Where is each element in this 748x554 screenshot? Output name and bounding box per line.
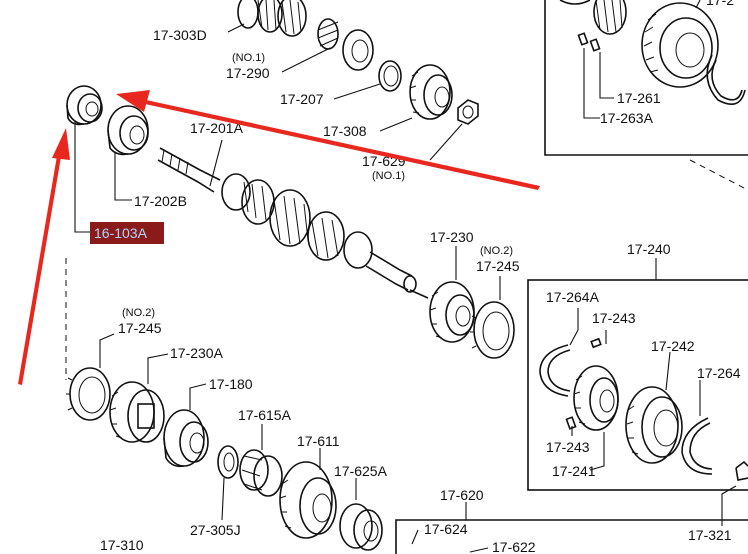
part-17-241-hub <box>573 365 619 431</box>
part-17-264-snap-ring <box>681 417 713 475</box>
leader-17-180 <box>189 383 207 410</box>
label-17-625A: 17-625A <box>334 463 388 479</box>
part-17-242-sleeve <box>625 386 683 464</box>
part-17-264A-snap-ring <box>539 344 571 397</box>
leader-17-242 <box>665 351 671 391</box>
part-17-207 <box>378 60 402 92</box>
leader-17-202B <box>114 152 132 201</box>
box-17-620: 17-620 17-624 17-622 <box>395 487 748 554</box>
leader-17-303D <box>227 23 245 33</box>
part-17-321 <box>735 460 748 481</box>
leader-top-cut <box>695 0 701 9</box>
leader-17-629 <box>429 123 463 161</box>
label-17-201A: 17-201A <box>190 120 244 136</box>
part-17-625A <box>339 503 383 551</box>
part-17-201A-mainshaft <box>157 147 429 299</box>
leader-17-245-left <box>99 333 115 368</box>
leader-17-207 <box>333 83 381 100</box>
part-17-180-bearing <box>163 409 209 468</box>
part-17-202B-bearing <box>107 105 149 156</box>
part-17-243-keys <box>565 337 602 430</box>
label-17-202B: 17-202B <box>134 193 187 209</box>
red-arrow-vertical <box>18 128 70 385</box>
top-right-keys <box>577 32 601 52</box>
leader-17-624 <box>411 529 419 545</box>
top-right-snap-ring <box>706 54 746 106</box>
leader-17-201A <box>209 139 223 187</box>
label-17-310: 17-310 <box>100 537 144 553</box>
part-17-230A-gear <box>109 381 165 443</box>
red-arrow-diagonal <box>116 90 540 190</box>
part-17-245-ring-right <box>470 301 515 359</box>
label-17-243-bottom: 17-243 <box>546 439 590 455</box>
label-17-263A: 17-263A <box>600 110 654 126</box>
part-17-615A-bearing <box>239 449 283 497</box>
leader-17-261 <box>599 52 614 99</box>
label-17-245-left: 17-245 <box>118 320 162 336</box>
label-17-620: 17-620 <box>440 487 484 503</box>
label-17-622: 17-622 <box>492 539 536 554</box>
label-17-615A: 17-615A <box>238 407 292 423</box>
box-17-240: 17-240 17-264A 17-243 17-243 17-241 <box>527 241 748 491</box>
part-27-305J-washer <box>217 445 239 479</box>
note-17-245-left: (NO.2) <box>122 307 155 319</box>
leader-17-241 <box>589 432 605 471</box>
note-17-245-right: (NO.2) <box>480 245 513 257</box>
label-17-303D: 17-303D <box>153 27 207 43</box>
label-17-264A: 17-264A <box>546 289 600 305</box>
label-17-261: 17-261 <box>617 90 661 106</box>
leader-27-305J <box>221 477 225 521</box>
label-17-290: 17-290 <box>226 65 270 81</box>
label-17-611: 17-611 <box>297 433 340 449</box>
leader-17-290 <box>281 47 331 73</box>
part-17-611-gear <box>279 461 337 539</box>
leader-17-263A <box>583 48 600 119</box>
label-17-243-top: 17-243 <box>592 310 636 326</box>
leader-16-103A <box>74 122 90 233</box>
label-16-103A: 16-103A <box>94 225 148 241</box>
leader-17-230A <box>147 353 169 384</box>
box-17-240-outline <box>527 279 748 491</box>
part-17-290 <box>317 18 374 71</box>
part-16-103A-bearing <box>66 85 103 126</box>
part-17-629 <box>457 99 479 125</box>
label-17-321-cut: 17-321 <box>688 527 732 543</box>
label-17-241: 17-241 <box>552 463 596 479</box>
top-right-subassembly: 17-261 17-263A 17-2 <box>544 0 748 191</box>
part-17-245-ring-left <box>66 367 111 421</box>
label-17-308: 17-308 <box>323 123 367 139</box>
label-17-207: 17-207 <box>280 91 324 107</box>
highlight-16-103A-bg <box>90 222 164 244</box>
part-17-308 <box>409 64 453 120</box>
part-17-230-gear <box>429 281 475 343</box>
label-17-2-cut: 17-2 <box>706 0 734 8</box>
label-17-242: 17-242 <box>651 338 695 354</box>
label-17-180: 17-180 <box>209 376 253 392</box>
leader-17-622 <box>469 547 489 553</box>
leader-17-308 <box>379 117 413 132</box>
top-right-gear <box>593 0 627 35</box>
label-17-240: 17-240 <box>627 241 671 257</box>
label-17-624: 17-624 <box>424 521 468 537</box>
top-parts-row: 17-303D (NO.1) 17-290 17-207 17-308 <box>153 0 479 182</box>
note-17-290: (NO.1) <box>232 52 265 64</box>
label-17-264-cut: 17-264 <box>697 365 741 381</box>
part-17-303D <box>237 0 307 37</box>
box-17-620-outline <box>395 519 748 554</box>
dashed-guide-top-right <box>689 159 748 191</box>
note-17-629: (NO.1) <box>372 170 405 182</box>
leader-17-264A <box>569 308 579 346</box>
label-17-245-right: 17-245 <box>476 258 520 274</box>
label-27-305J: 27-305J <box>190 522 241 538</box>
top-right-synchro-hub <box>641 2 719 88</box>
leader-17-321 <box>721 485 737 526</box>
label-17-230: 17-230 <box>430 229 474 245</box>
top-right-ring-clip <box>559 0 591 5</box>
top-right-box-outline <box>544 0 748 156</box>
label-17-230A: 17-230A <box>170 345 224 361</box>
